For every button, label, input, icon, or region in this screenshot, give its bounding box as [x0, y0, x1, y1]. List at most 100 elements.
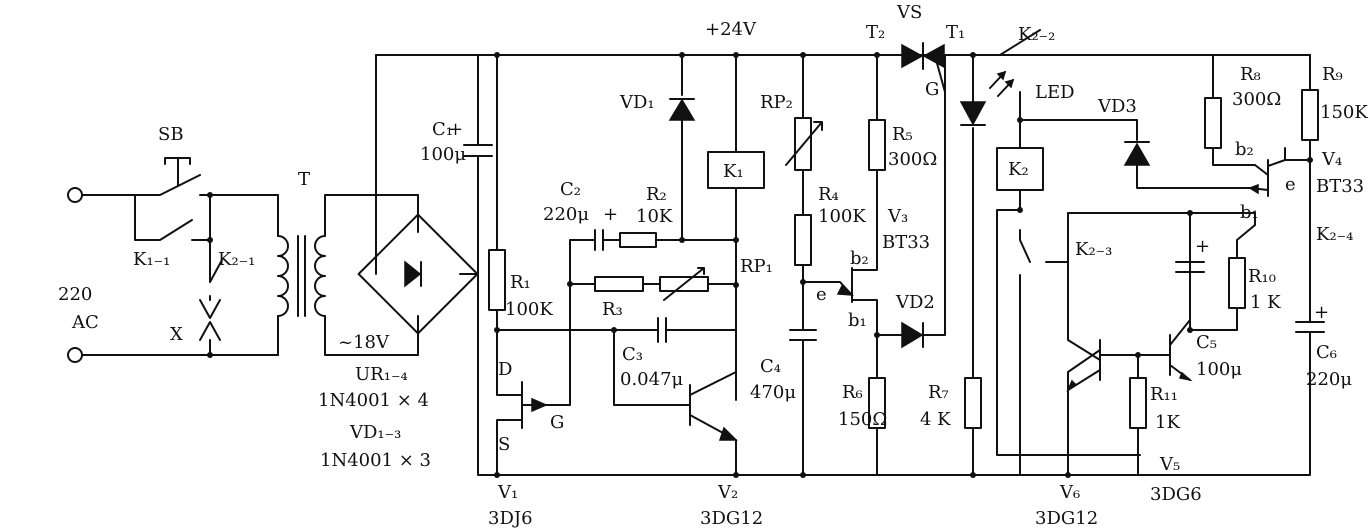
x-label: X — [170, 324, 183, 345]
r6-resistor: R₆ 150Ω — [838, 332, 887, 476]
r3-label: R₃ — [602, 299, 623, 320]
supply-rails: +24V — [375, 19, 1311, 476]
c3-value: 0.047μ — [620, 369, 684, 390]
r7-label: R₇ — [928, 382, 949, 403]
drain-label: D — [498, 359, 512, 380]
v5-part: 3DG6 — [1150, 484, 1202, 505]
c5-capacitor: + C₅ 100μ — [1175, 212, 1242, 380]
r9-value: 150K — [1320, 102, 1368, 123]
r6-value: 150Ω — [838, 409, 887, 430]
t1-label: T₁ — [946, 22, 965, 43]
r8-resistor: R₈ 300Ω — [1204, 54, 1281, 166]
k1-1-contact: K₁₋₁ — [133, 194, 211, 270]
r5-value: 300Ω — [888, 149, 937, 170]
diode-set-part-label: 1N4001 × 3 — [320, 450, 431, 471]
v3-label: V₃ — [887, 206, 908, 227]
k1-1-label: K₁₋₁ — [133, 249, 170, 270]
supply-voltage-label: +24V — [705, 19, 757, 40]
v4-label: V₄ — [1321, 149, 1342, 170]
r9-resistor: R₉ 150K — [1284, 54, 1368, 161]
k1-label: K₁ — [723, 161, 744, 182]
r1-value: 100K — [505, 299, 553, 320]
v6-part: 3DG12 — [1035, 508, 1098, 529]
vd1-label: VD₁ — [619, 92, 655, 113]
led-label: LED — [1035, 82, 1075, 103]
vd3-diode: VD3 — [1019, 96, 1251, 189]
k2-3-label: K₂₋₃ — [1075, 239, 1112, 260]
transformer: T ~18V — [277, 169, 419, 356]
r2-resistor: R₂ 10K — [619, 184, 737, 248]
c5-label: C₅ — [1196, 332, 1217, 353]
r2-label: R₂ — [646, 184, 667, 205]
rp1-label: RP₁ — [740, 256, 773, 277]
rp1-potentiometer: RP₁ — [659, 256, 773, 301]
c3-capacitor: C₃ 0.047μ — [496, 317, 737, 390]
bridge-rectifier: UR₁₋₄ 1N4001 × 4 VD₁₋₃ 1N4001 × 3 — [318, 54, 479, 471]
bridge-label: UR₁₋₄ — [355, 364, 408, 385]
t2-label: T₂ — [866, 22, 885, 43]
bridge-part-label: 1N4001 × 4 — [318, 390, 429, 411]
r7-value: 4 K — [920, 409, 951, 430]
c4-value: 470μ — [750, 382, 796, 403]
v5-label: V₅ — [1159, 454, 1180, 475]
r3-resistor: R₃ — [569, 276, 661, 320]
k2-2-label: K₂₋₂ — [1018, 24, 1055, 45]
source-label: S — [498, 434, 510, 455]
c1-capacitor: C₁ 100μ + — [420, 54, 493, 275]
r4-resistor: R₄ 100K — [794, 184, 866, 331]
v5-transistor: V₅ 3DG6 — [1099, 212, 1202, 505]
r1-label: R₁ — [510, 272, 531, 293]
rp2-potentiometer: RP₂ — [760, 54, 823, 216]
r2-value: 10K — [636, 206, 673, 227]
vs-label: VS — [896, 2, 922, 23]
r8-value: 300Ω — [1232, 89, 1281, 110]
c2-label: C₂ — [560, 179, 581, 200]
c1-label: C₁ — [432, 119, 453, 140]
vd1-diode: VD₁ — [619, 54, 696, 243]
r4-value: 100K — [818, 206, 866, 227]
v3-part: BT33 — [882, 232, 930, 253]
k2-label: K₂ — [1008, 159, 1029, 180]
r10-label: R₁₀ — [1248, 266, 1276, 287]
vd3-label: VD3 — [1097, 96, 1137, 117]
r4-label: R₄ — [818, 184, 839, 205]
v2-part: 3DG12 — [700, 508, 763, 529]
v1-label: V₁ — [497, 482, 518, 503]
r11-value: 1K — [1155, 412, 1180, 433]
v4-ujt: b₂ e V₄ BT33 — [1235, 139, 1364, 197]
k2-4-contact-b1-label: b₁ — [1240, 202, 1259, 223]
v6-label: V₆ — [1059, 482, 1080, 503]
v1-jfet: D G S V₁ 3DJ6 — [488, 283, 571, 529]
r8-label: R₈ — [1240, 64, 1261, 85]
r11-label: R₁₁ — [1150, 384, 1178, 405]
ac-voltage-label: 220 — [58, 284, 92, 305]
r6-label: R₆ — [842, 382, 863, 403]
ac-type-label: AC — [71, 312, 99, 333]
rp2-label: RP₂ — [760, 92, 793, 113]
base1-label: b₁ — [848, 310, 867, 331]
c4-capacitor: C₄ 470μ — [750, 329, 817, 478]
gate-label: G — [550, 412, 564, 433]
diode-set-label: VD₁₋₃ — [349, 422, 401, 443]
v1-part: 3DJ6 — [488, 508, 533, 529]
v4-b2-label: b₂ — [1235, 139, 1254, 160]
emitter-label: e — [816, 284, 827, 305]
sb-switch: SB — [134, 124, 279, 196]
c1-value: 100μ — [420, 144, 466, 165]
r1-resistor: R₁ 100K — [488, 54, 553, 333]
vs-triac: VS T₂ T₁ G — [866, 2, 965, 100]
v4-e-label: e — [1285, 174, 1296, 195]
c4-label: C₄ — [760, 356, 781, 377]
sb-label: SB — [158, 124, 184, 145]
c2-plus: + — [603, 204, 618, 225]
c6-plus: + — [1314, 302, 1329, 323]
k2-2-contact: K₂₋₂ — [999, 24, 1311, 121]
k2-1-label: K₂₋₁ — [218, 249, 255, 270]
c2-value: 220μ — [543, 204, 589, 225]
vs-gate-label: G — [925, 79, 939, 100]
r9-label: R₉ — [1322, 64, 1343, 85]
c6-value: 220μ — [1306, 369, 1352, 390]
r10-value: 1 K — [1250, 292, 1281, 313]
k2-1-contact: K₂₋₁ — [207, 192, 255, 301]
